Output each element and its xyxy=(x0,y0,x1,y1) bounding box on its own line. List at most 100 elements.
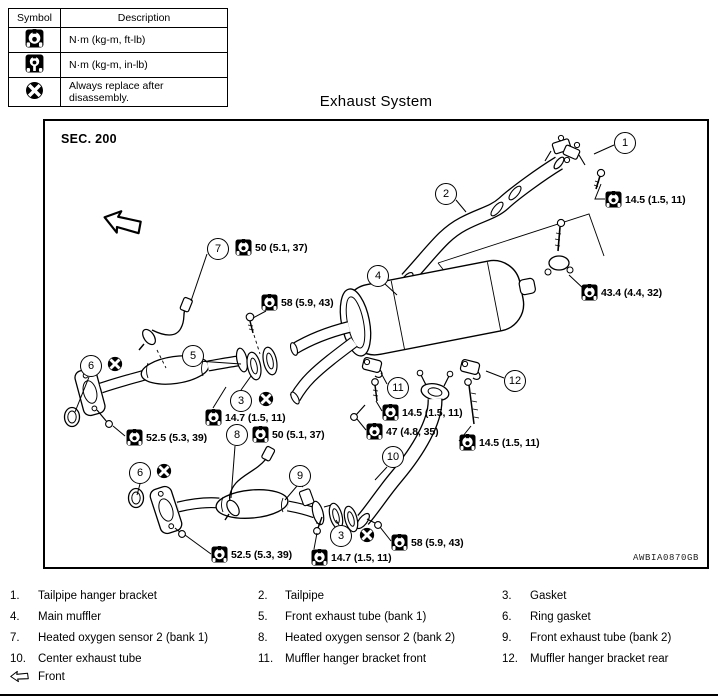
torque-ftlb-icon xyxy=(252,426,269,443)
gasket-bank1-drawing xyxy=(246,346,278,381)
part-name: Tailpipe hanger bracket xyxy=(38,590,157,602)
torque-spec: 52.5 (5.3, 39) xyxy=(211,546,292,563)
torque-ftlb-icon xyxy=(581,284,598,301)
callout-7: 7 xyxy=(207,238,229,260)
torque-ftlb-icon xyxy=(205,409,222,426)
muffler-inlet-y-pipe-drawing xyxy=(289,321,358,405)
legend-row: N·m (kg-m, in-lb) xyxy=(7,52,229,78)
callout-5: 5 xyxy=(182,345,204,367)
part-name: Heated oxygen sensor 2 (bank 2) xyxy=(285,632,456,644)
callout-6: 6 xyxy=(129,462,151,484)
torque-ftlb-icon xyxy=(235,239,252,256)
torque-ftlb-icon xyxy=(382,404,399,421)
front-arrow-icon xyxy=(10,670,29,683)
center-exhaust-tube-drawing xyxy=(350,369,454,530)
part-number: 7. xyxy=(10,632,20,644)
legend-row: N·m (kg-m, ft-lb) xyxy=(7,27,229,53)
leader-lines xyxy=(74,144,615,555)
part-number: 1. xyxy=(10,590,20,602)
torque-spec: 14.7 (1.5, 11) xyxy=(311,549,392,566)
front-exhaust-tube-bank2-drawing xyxy=(127,480,336,538)
torque-spec: 50 (5.1, 37) xyxy=(252,426,325,443)
figure-code: AWBIA0870GB xyxy=(632,553,699,563)
torque-ftlb-icon xyxy=(311,549,328,566)
part-name: Center exhaust tube xyxy=(38,653,142,665)
part-name: Main muffler xyxy=(38,611,102,623)
section-label: SEC. 200 xyxy=(61,132,117,146)
callout-4: 4 xyxy=(367,265,389,287)
callout-6: 6 xyxy=(80,355,102,377)
torque-inlb-icon xyxy=(25,54,44,73)
replace-icon xyxy=(359,527,375,543)
replace-icon xyxy=(107,356,123,372)
symbol-legend: Symbol Description N·m (kg-m, ft-lb) N·m… xyxy=(7,8,229,107)
tailpipe-hanger-bracket-drawing xyxy=(544,134,606,190)
callout-8: 8 xyxy=(226,424,248,446)
part-name: Heated oxygen sensor 2 (bank 1) xyxy=(38,632,209,644)
torque-ftlb-icon xyxy=(211,546,228,563)
front-direction-arrow xyxy=(100,205,145,241)
part-name: Front exhaust tube (bank 2) xyxy=(530,632,672,644)
muffler-hanger-bracket-rear-drawing xyxy=(459,359,481,425)
callout-3: 3 xyxy=(330,525,352,547)
part-number: 12. xyxy=(502,653,518,665)
muffler-hanger-bracket-front-drawing xyxy=(361,357,383,402)
replace-icon xyxy=(156,463,172,479)
parts-list: 1. Tailpipe hanger bracket 2. Tailpipe 3. G… xyxy=(10,589,671,666)
part-number: 9. xyxy=(502,632,512,644)
part-name: Ring gasket xyxy=(530,611,591,623)
part-number: 4. xyxy=(10,611,20,623)
torque-spec: 43.4 (4.4, 32) xyxy=(581,284,662,301)
main-muffler-drawing xyxy=(339,259,536,357)
torque-ftlb-icon xyxy=(25,29,44,48)
part-name: Muffler hanger bracket rear xyxy=(530,653,669,665)
legend-row: Always replace after disassembly. xyxy=(7,77,229,107)
part-number: 6. xyxy=(502,611,512,623)
legend-header-row: Symbol Description xyxy=(7,8,229,28)
torque-ftlb-icon xyxy=(261,294,278,311)
torque-spec: 58 (5.9, 43) xyxy=(391,534,464,551)
legend-header-symbol: Symbol xyxy=(7,8,62,28)
torque-ftlb-icon xyxy=(366,423,383,440)
torque-spec: 58 (5.9, 43) xyxy=(261,294,334,311)
part-number: 2. xyxy=(258,590,268,602)
tailpipe-clamp-drawing xyxy=(544,218,574,276)
part-number: 3. xyxy=(502,590,512,602)
part-name: Muffler hanger bracket front xyxy=(285,653,427,665)
torque-spec: 14.5 (1.5, 11) xyxy=(459,434,540,451)
exhaust-system-figure: SEC. 200 1 2 3 3 4 5 6 6 7 8 9 10 11 12 … xyxy=(43,119,709,569)
page-title: Exhaust System xyxy=(319,93,433,110)
callout-10: 10 xyxy=(382,446,404,468)
replace-icon xyxy=(258,391,274,407)
exhaust-line-art xyxy=(63,134,615,555)
part-name: Front exhaust tube (bank 1) xyxy=(285,611,427,623)
part-number: 10. xyxy=(10,653,26,665)
front-label: Front xyxy=(38,670,65,683)
legend-desc: N·m (kg-m, ft-lb) xyxy=(60,27,229,53)
replace-icon xyxy=(25,81,44,100)
callout-12: 12 xyxy=(504,370,526,392)
oxygen-sensor-bank1-drawing xyxy=(138,296,193,369)
torque-spec: 52.5 (5.3, 39) xyxy=(126,429,207,446)
part-number: 8. xyxy=(258,632,268,644)
torque-ftlb-icon xyxy=(126,429,143,446)
torque-spec: 14.5 (1.5, 11) xyxy=(605,191,686,208)
torque-ftlb-icon xyxy=(605,191,622,208)
part-number: 5. xyxy=(258,611,268,623)
legend-desc: Always replace after disassembly. xyxy=(60,77,229,107)
page-divider xyxy=(0,694,718,696)
part-name: Tailpipe xyxy=(285,590,324,602)
part-name: Gasket xyxy=(530,590,567,602)
torque-spec: 47 (4.8, 35) xyxy=(366,423,439,440)
callout-1: 1 xyxy=(614,132,636,154)
torque-ftlb-icon xyxy=(459,434,476,451)
legend-header-description: Description xyxy=(60,8,229,28)
part-number: 11. xyxy=(258,653,274,665)
callout-2: 2 xyxy=(435,183,457,205)
callout-3: 3 xyxy=(230,390,252,412)
callout-11: 11 xyxy=(387,377,409,399)
torque-spec: 14.7 (1.5, 11) xyxy=(205,409,286,426)
legend-desc: N·m (kg-m, in-lb) xyxy=(60,52,229,78)
callout-9: 9 xyxy=(289,465,311,487)
